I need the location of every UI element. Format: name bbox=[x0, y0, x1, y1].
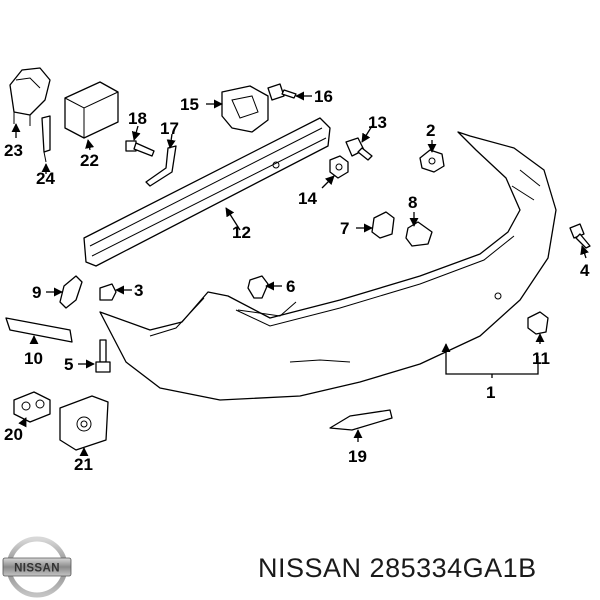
callout-17: 17 bbox=[160, 119, 179, 138]
part-13-bolt bbox=[345, 137, 373, 161]
part-10-strip bbox=[5, 317, 73, 343]
callout-3: 3 bbox=[134, 281, 143, 300]
callout-5: 5 bbox=[64, 355, 73, 374]
callout-15: 15 bbox=[180, 95, 199, 114]
part-17-clip bbox=[145, 145, 177, 187]
part-21-holder bbox=[59, 395, 109, 451]
part-18-bolt bbox=[125, 140, 155, 157]
part-3-pad bbox=[99, 283, 117, 301]
callout-19: 19 bbox=[348, 447, 367, 466]
nissan-logo-icon: NISSAN bbox=[2, 536, 72, 598]
callout-18: 18 bbox=[128, 109, 147, 128]
callout-12: 12 bbox=[232, 223, 251, 242]
leader-lines bbox=[11, 91, 589, 457]
callout-8: 8 bbox=[408, 193, 417, 212]
callout-10: 10 bbox=[24, 349, 43, 368]
part-24-bracket bbox=[41, 115, 51, 163]
part-12-reinforcement bbox=[83, 117, 331, 267]
callout-13: 13 bbox=[368, 113, 387, 132]
logo-text: NISSAN bbox=[14, 563, 60, 575]
part-1-bumper-fascia bbox=[99, 131, 557, 401]
callout-7: 7 bbox=[340, 219, 349, 238]
part-15-bracket bbox=[221, 85, 269, 133]
part-9-bracket bbox=[59, 275, 83, 309]
part-20-sensor bbox=[13, 391, 51, 423]
part-22-module bbox=[64, 81, 119, 139]
callout-11: 11 bbox=[532, 349, 550, 368]
callout-2: 2 bbox=[426, 121, 435, 140]
callout-20: 20 bbox=[4, 425, 23, 444]
callout-22: 22 bbox=[80, 151, 99, 170]
part-4-bolt bbox=[569, 223, 591, 249]
part-16-bolt bbox=[267, 83, 297, 101]
part-caption: NISSAN 285334GA1B bbox=[258, 553, 537, 584]
part-11-clip bbox=[527, 311, 549, 335]
part-6-clip bbox=[247, 275, 269, 299]
callout-16: 16 bbox=[314, 87, 333, 106]
part-7-pad bbox=[371, 211, 395, 239]
part-8-bracket bbox=[405, 221, 433, 247]
part-19-reflector bbox=[329, 409, 393, 431]
callout-6: 6 bbox=[286, 277, 295, 296]
callout-9: 9 bbox=[32, 283, 41, 302]
callout-14: 14 bbox=[298, 189, 317, 208]
callout-24: 24 bbox=[36, 169, 55, 188]
callout-1: 1 bbox=[486, 383, 495, 402]
callout-21: 21 bbox=[74, 455, 93, 474]
part-2-clip bbox=[419, 149, 445, 173]
callout-4: 4 bbox=[580, 261, 590, 280]
part-5-bolt bbox=[95, 339, 111, 373]
caption-part-number: 285334GA1B bbox=[369, 553, 537, 583]
part-14-nut bbox=[329, 155, 349, 179]
callout-23: 23 bbox=[4, 141, 23, 160]
caption-brand: NISSAN bbox=[258, 553, 362, 583]
part-23-bracket bbox=[9, 67, 51, 126]
